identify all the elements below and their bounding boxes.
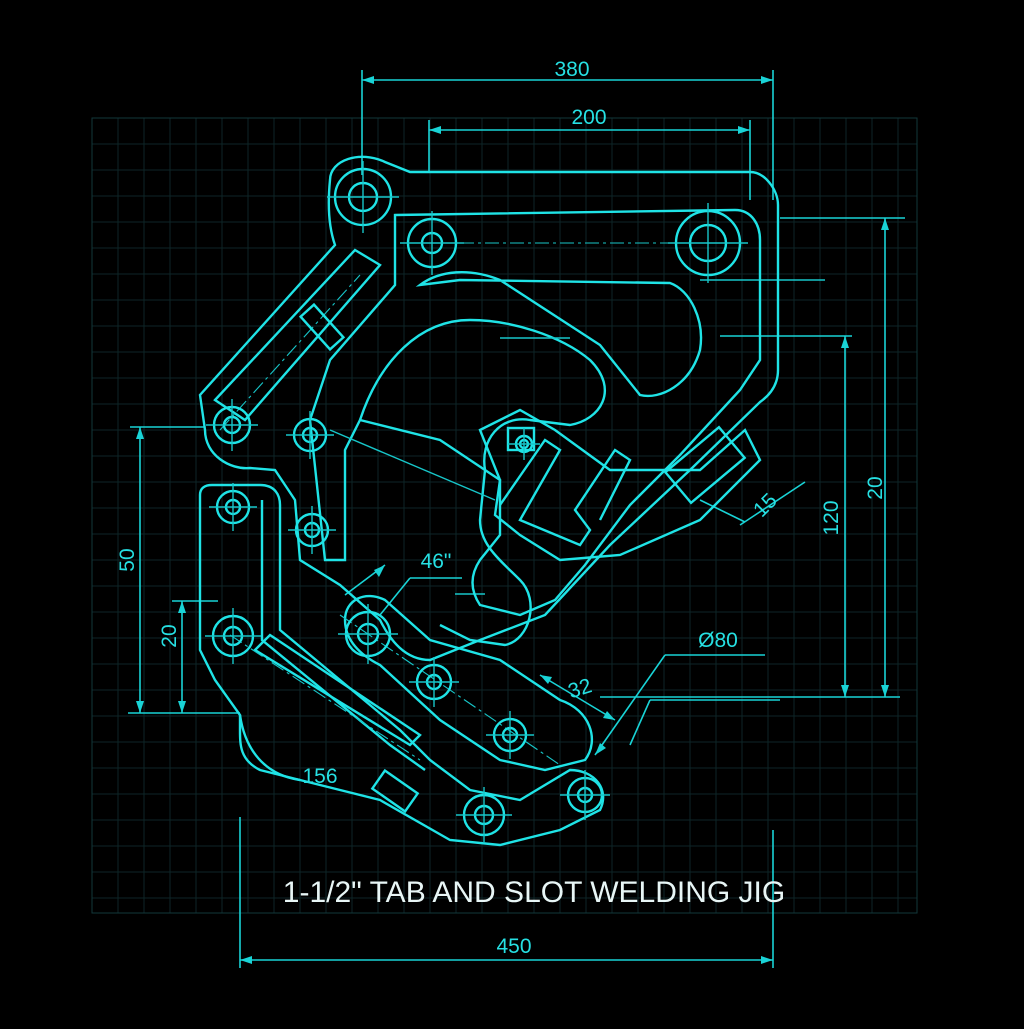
inner-cavity	[358, 318, 607, 647]
lower-arm-slot	[253, 633, 422, 747]
dim-top-outer	[361, 70, 774, 200]
mounting-holes	[205, 161, 748, 843]
dim-diameter	[594, 654, 780, 756]
clamp-block	[478, 408, 762, 562]
label-bottom-overall: 450	[496, 935, 531, 958]
lower-arm-outer	[198, 483, 605, 847]
dim-left-outer	[128, 426, 240, 714]
lower-arm-centerline	[229, 634, 421, 761]
label-diameter: Ø80	[698, 629, 738, 652]
label-right-outer: 20	[864, 476, 887, 499]
base-lower	[238, 714, 301, 782]
grid-border	[91, 117, 918, 914]
drawing-title: 1-1/2" TAB AND SLOT WELDING JIG	[283, 876, 785, 909]
label-left-outer: 50	[116, 548, 139, 571]
dim-right-outer	[600, 217, 905, 698]
clamp-pad	[663, 425, 747, 505]
dim-bottom-overall	[239, 817, 774, 968]
clamp-screw-head	[506, 426, 536, 452]
background-grid	[91, 117, 917, 913]
label-gap: 32	[565, 674, 594, 703]
label-top-outer: 380	[554, 58, 589, 81]
upper-frame-outer	[198, 155, 780, 662]
upper-arm-centerline	[219, 274, 361, 431]
label-left-inner: 20	[158, 624, 181, 647]
label-angle: 46"	[421, 550, 452, 573]
dim-right-inner	[700, 279, 852, 697]
leader-center	[329, 429, 496, 501]
dim-left-inner	[172, 600, 218, 713]
label-right-small: 15	[749, 489, 782, 522]
dim-top-inner	[428, 120, 751, 200]
label-bottom-left: 156	[302, 765, 337, 788]
dim-right-small	[699, 481, 806, 526]
clamp-jaw	[499, 438, 632, 547]
label-top-inner: 200	[571, 106, 606, 129]
dim-angle	[344, 564, 485, 616]
upper-arm-tab	[298, 302, 346, 352]
lower-arm-tab	[370, 768, 420, 814]
dim-gap	[539, 674, 616, 721]
label-right-inner: 120	[820, 500, 843, 535]
upper-frame-inner	[308, 208, 762, 617]
upper-arm-slot	[213, 248, 382, 422]
inner-window	[415, 271, 703, 398]
